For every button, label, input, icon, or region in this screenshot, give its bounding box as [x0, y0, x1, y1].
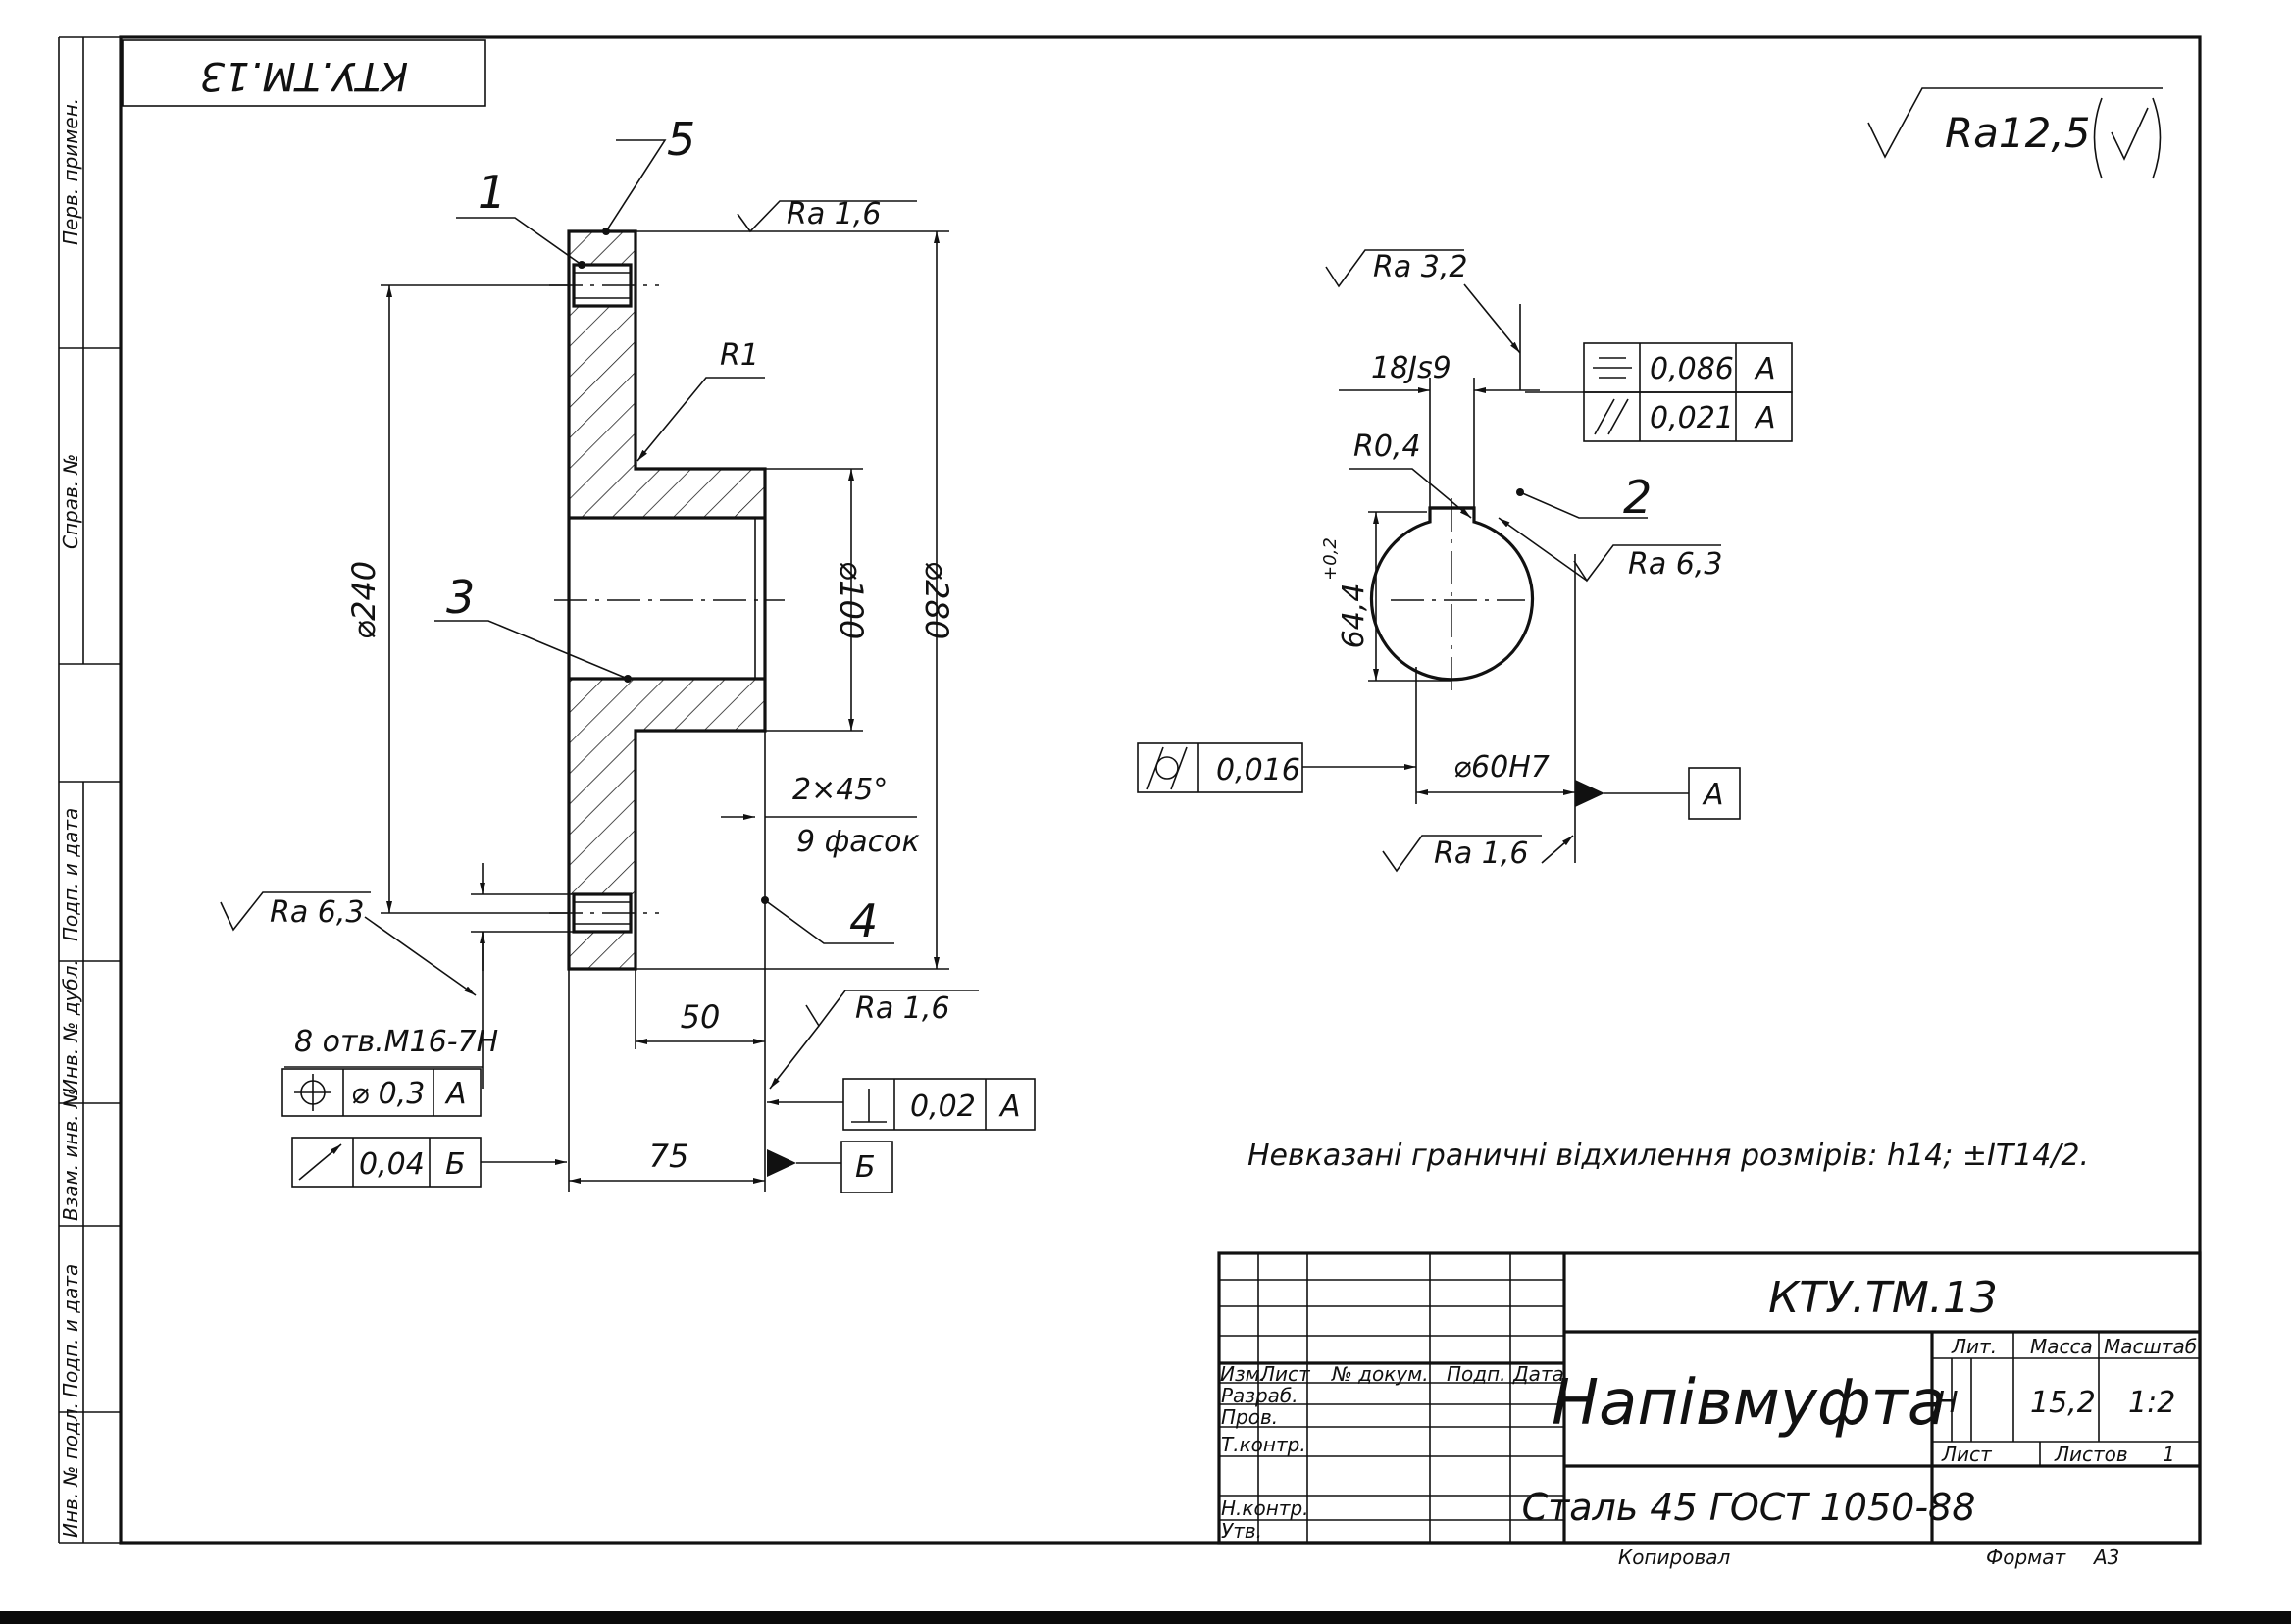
- key-depth-tol: +0,2: [1320, 537, 1341, 581]
- cylindricity-icon: [1155, 756, 1179, 780]
- top-stamp-text: КТУ.ТМ.13: [200, 53, 408, 98]
- tol-cyl-value: 0,016: [1216, 753, 1300, 787]
- col-list: Лист: [1259, 1362, 1311, 1386]
- pos-1: 1: [478, 166, 506, 219]
- key-depth: 64,4: [1337, 584, 1371, 649]
- key-width: 18Js9: [1371, 351, 1451, 385]
- title-block: Изм. Лист № докум. Подп. Дата Разраб. Пр…: [1217, 1251, 2202, 1569]
- left-view-dimensions: ⌀240 ⌀100 ⌀280 50 75 2×45° 9 фасок R1: [345, 230, 955, 1192]
- runout-icon: [298, 1143, 342, 1181]
- dim-d280: ⌀280: [918, 561, 955, 639]
- tol-perp-value: 0,02: [910, 1090, 976, 1124]
- general-roughness: Ra12,5: [1867, 87, 2163, 179]
- row-prov: Пров.: [1221, 1405, 1278, 1429]
- datum-a-frame: [1688, 767, 1741, 820]
- tb-lit-label: Лит.: [1951, 1335, 1997, 1358]
- scan-bottom-edge: [0, 1611, 2291, 1624]
- ra-bore: Ra 1,6: [1434, 837, 1528, 871]
- row-nkontr: Н.контр.: [1221, 1497, 1309, 1520]
- general-roughness-text: Ra12,5: [1945, 109, 2090, 157]
- side-label-perv-primen: Перв. примен.: [59, 98, 82, 245]
- bore-dim: ⌀60Н7: [1453, 750, 1550, 785]
- tb-mass-value: 15,2: [2030, 1386, 2096, 1420]
- left-view-positions: 5 1 3 4: [434, 113, 894, 947]
- dim-d100: ⌀100: [833, 561, 870, 639]
- col-data: Дата: [1512, 1362, 1564, 1386]
- tol-position-frame: [281, 1068, 482, 1117]
- side-label-podp-data-1: Подп. и дата: [59, 808, 82, 941]
- side-strip: Перв. примен. Справ. № Подп. и дата Инв.…: [59, 98, 82, 1538]
- ra-face: Ra 1,6: [855, 991, 949, 1026]
- pos-3: 3: [446, 571, 475, 624]
- dim-d240: ⌀240: [345, 561, 382, 639]
- side-label-sprav: Справ. №: [59, 454, 82, 549]
- datum-a-triangle: [1575, 780, 1604, 807]
- left-section-view: [549, 229, 785, 971]
- ra-top: Ra 1,6: [787, 197, 881, 231]
- tb-sheets-value: 1: [2163, 1443, 2175, 1466]
- pos-5: 5: [667, 113, 695, 166]
- tol-perp-datum: А: [998, 1090, 1021, 1124]
- tb-material: Сталь 45 ГОСТ 1050-88: [1522, 1486, 1976, 1529]
- side-label-podp-data-2: Подп. и дата: [59, 1264, 82, 1397]
- tb-lit-value: Н: [1936, 1386, 1959, 1420]
- row-razrab: Разраб.: [1221, 1384, 1298, 1407]
- pos-2: 2: [1623, 471, 1652, 524]
- col-izm: Изм.: [1220, 1362, 1266, 1386]
- side-label-vzam-inv: Взам. инв. №: [59, 1088, 82, 1221]
- ra-holes: Ra 6,3: [270, 895, 364, 930]
- tb-copied: Копировал: [1618, 1546, 1730, 1569]
- tb-format-label: Формат: [1986, 1546, 2066, 1569]
- dim-chamfer-count: 9 фасок: [796, 825, 920, 859]
- tol-pos-datum: А: [444, 1077, 467, 1111]
- datum-a: А: [1702, 778, 1724, 812]
- left-view-tolerances: 8 отв.М16-7Н ⌀ 0,3 А 0,04 Б 0,02 А Б: [281, 1025, 1036, 1193]
- sheet-frame: [58, 35, 2202, 1545]
- top-stamp: КТУ.ТМ.13: [122, 39, 486, 107]
- ra-key: Ra 3,2: [1373, 250, 1467, 284]
- tol-pos-value: ⌀ 0,3: [351, 1077, 425, 1111]
- ra-bore-side: Ra 6,3: [1628, 547, 1722, 582]
- tb-sheets-label: Листов: [2054, 1443, 2128, 1466]
- tol-sym-value: 0,086: [1650, 352, 1734, 386]
- tol-par-frame: [1583, 391, 1793, 442]
- tol-perp-frame: [842, 1078, 1036, 1131]
- datum-b-triangle: [767, 1149, 796, 1177]
- tol-par-datum: А: [1754, 401, 1776, 435]
- row-tkontr: Т.контр.: [1221, 1433, 1306, 1456]
- dim-75: 75: [649, 1138, 689, 1175]
- tol-runout-value: 0,04: [359, 1147, 425, 1182]
- tb-sheet-label: Лист: [1941, 1443, 1993, 1466]
- dim-r04: R0,4: [1353, 430, 1421, 464]
- tb-mass-label: Масса: [2030, 1335, 2093, 1358]
- row-utv: Утв.: [1221, 1519, 1262, 1543]
- dim-r1: R1: [720, 338, 759, 373]
- left-view-roughness: Ra 1,6 Ra 6,3 Ra 1,6: [220, 197, 979, 1090]
- tb-scale-label: Масштаб: [2104, 1335, 2197, 1358]
- side-label-inv-dubl: Инв. № дубл.: [59, 959, 82, 1093]
- tol-par-value: 0,021: [1650, 401, 1734, 435]
- pos-4: 4: [849, 894, 878, 947]
- dim-chamfer: 2×45°: [792, 773, 888, 807]
- dim-50: 50: [681, 998, 721, 1036]
- tol-sym-datum: А: [1754, 352, 1776, 386]
- side-label-inv-podl: Инв. № подл.: [59, 1402, 82, 1538]
- datum-b-frame: [840, 1141, 893, 1193]
- col-doc: № докум.: [1331, 1362, 1429, 1386]
- bore-contour: [1369, 506, 1535, 682]
- holes-note: 8 отв.М16-7Н: [294, 1025, 498, 1059]
- tb-scale-value: 1:2: [2128, 1386, 2175, 1420]
- tolerance-note: Невказані граничні відхилення розмірів: …: [1247, 1139, 2089, 1173]
- datum-b: Б: [855, 1150, 876, 1185]
- tb-name: Напівмуфта: [1552, 1367, 1946, 1440]
- tol-runout-datum: Б: [445, 1147, 466, 1182]
- col-podp: Подп.: [1447, 1362, 1506, 1386]
- parallel-icon: [1594, 398, 1615, 435]
- right-view: 18Js9 Ra 3,2 0,086 А 0,021 А R0,4 2 Ra 6…: [1137, 249, 1793, 873]
- tb-designation: КТУ.ТМ.13: [1768, 1273, 1998, 1323]
- tol-cyl-frame: [1137, 742, 1303, 793]
- tb-format-value: А3: [2092, 1546, 2119, 1569]
